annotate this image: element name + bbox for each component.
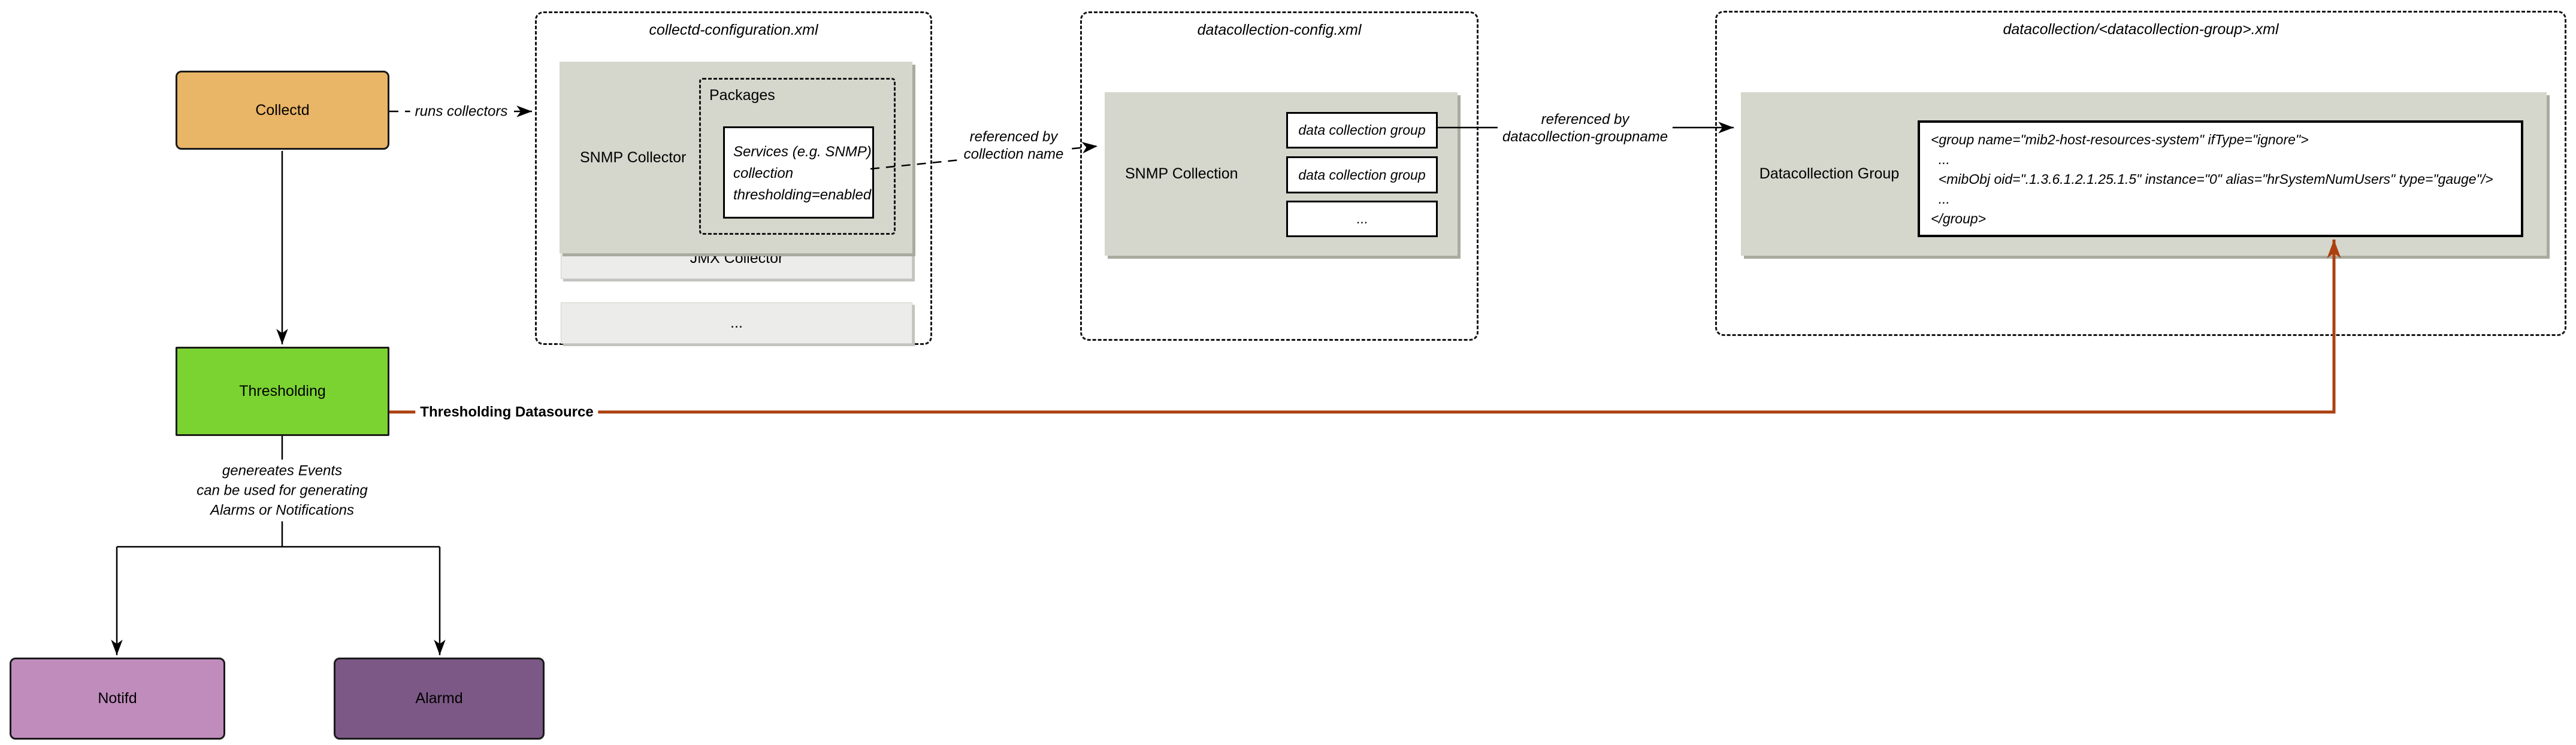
services-box: Services (e.g. SNMP) collection threshol… [723,126,874,219]
edge-label-runs-collectors: runs collectors [410,101,513,122]
node-thresholding: Thresholding [176,347,389,436]
container-title: datacollection/<datacollection-group>.xm… [2003,21,2279,38]
container-title: datacollection-config.xml [1197,22,1362,38]
services-line: thresholding=enabled [733,187,872,203]
node-alarmd-label: Alarmd [415,690,463,707]
container-collectd-configuration: collectd-configuration.xml SNMP Collecto… [535,11,932,345]
packages-box: Packages Services (e.g. SNMP) collection… [699,78,896,235]
container-datacollection-config: datacollection-config.xml SNMP Collectio… [1080,11,1479,341]
xml-line: </group> [1931,211,1987,226]
xml-line: ... [1931,191,1950,207]
edge-label-line: Alarms or Notifications [210,502,355,519]
edge-label-referenced-by-collection: referenced by collection name [959,127,1069,164]
edge-label-generates: genereates Events can be used for genera… [192,459,373,522]
snmp-collector-box: SNMP Collector Packages Services (e.g. S… [560,62,912,253]
packages-label: Packages [709,87,775,104]
node-notifd: Notifd [10,658,225,740]
data-collection-group-box: data collection group [1286,112,1438,149]
datacollection-group-label: Datacollection Group [1759,165,1900,182]
xml-line: ... [1931,152,1950,167]
edge-label-line: can be used for generating [196,482,368,499]
snmp-collection-label: SNMP Collection [1125,165,1238,182]
edge-label-line: referenced by [969,129,1058,145]
datacollection-group-box: Datacollection Group <group name="mib2-h… [1741,92,2547,256]
node-alarmd: Alarmd [334,658,545,740]
snmp-collector-label: SNMP Collector [580,149,687,166]
xml-line: <mibObj oid=".1.3.6.1.2.1.25.1.5" instan… [1931,171,2493,187]
container-title: collectd-configuration.xml [649,22,818,38]
edge-label-line: datacollection-groupname [1502,129,1668,145]
snmp-collection-box: SNMP Collection data collection group da… [1105,92,1458,256]
edge-label-referenced-by-groupname: referenced by datacollection-groupname [1497,110,1673,147]
node-collectd: Collectd [176,71,389,150]
edge-label-line: genereates Events [222,462,343,479]
services-line: Services (e.g. SNMP) [733,144,872,160]
edge-label-line: collection name [963,146,1064,162]
xml-snippet-box: <group name="mib2-host-resources-system"… [1918,120,2523,237]
edge-label-thresholding-datasource: Thresholding Datasource [415,402,598,422]
node-collectd-label: Collectd [255,101,310,119]
more-collectors-box: ... [561,302,912,344]
node-thresholding-label: Thresholding [239,383,326,399]
more-groups-box: ... [1286,201,1438,237]
xml-line: <group name="mib2-host-resources-system"… [1931,132,2309,147]
services-line: collection [733,165,794,181]
more-collectors-label: ... [730,314,743,331]
container-datacollection-group-file: datacollection/<datacollection-group>.xm… [1715,11,2566,336]
edge-label-line: referenced by [1541,111,1629,128]
data-collection-group-box: data collection group [1286,156,1438,193]
node-notifd-label: Notifd [98,690,137,707]
